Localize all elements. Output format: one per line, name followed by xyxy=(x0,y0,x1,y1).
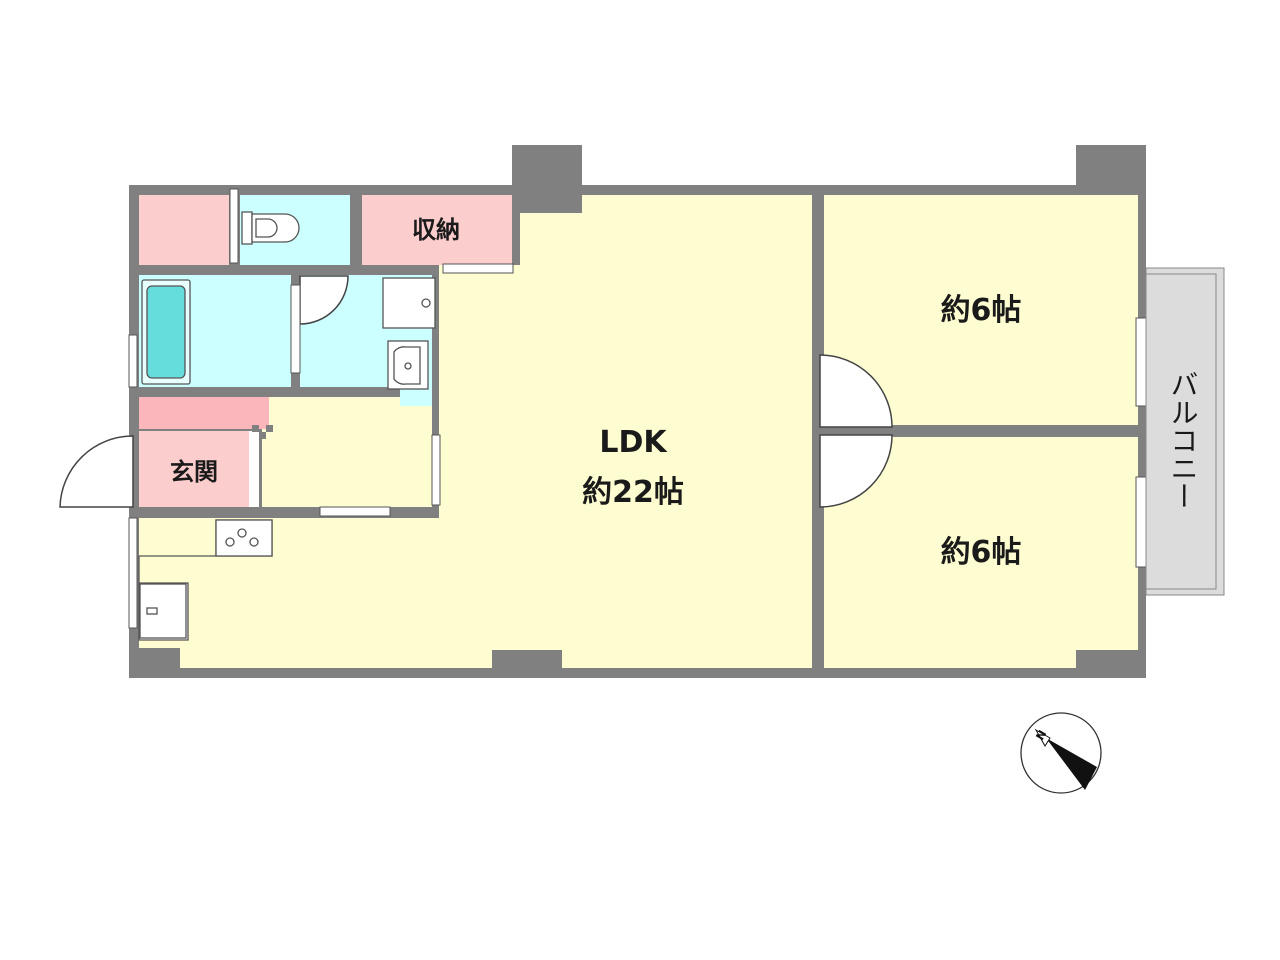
storage-floor xyxy=(362,195,512,265)
stove-burner-2 xyxy=(237,528,247,538)
bedroom-1-window xyxy=(1135,317,1147,407)
entrance-label: 玄関 xyxy=(170,458,218,486)
bathroom-door xyxy=(290,284,301,374)
compass-needle-tip xyxy=(1034,728,1051,747)
entrance-hall-floor xyxy=(139,397,269,429)
bedroom-2-size-label: 約6帖 xyxy=(941,535,1022,570)
compass-needle xyxy=(1046,738,1097,790)
column-top-left xyxy=(512,145,582,213)
front-door-swing xyxy=(59,435,134,508)
bathtub-basin xyxy=(146,285,186,379)
bedroom-2-door-swing xyxy=(819,434,893,508)
wash-basin-drain xyxy=(404,362,412,370)
stove-burner-3 xyxy=(249,537,259,547)
bedroom-2-floor xyxy=(824,437,1138,668)
toilet-tank xyxy=(241,211,253,245)
ldk-floor xyxy=(139,195,812,668)
bedroom-2-window xyxy=(1135,476,1147,568)
washroom-door-swing xyxy=(299,275,349,325)
floors xyxy=(139,195,1138,668)
stove-burner-1 xyxy=(225,537,235,547)
hall-side-door xyxy=(431,434,441,506)
entrance-floor xyxy=(139,431,249,507)
ldk-name-label: LDK xyxy=(599,425,668,460)
bathroom-window xyxy=(128,334,138,388)
balcony-floor xyxy=(1145,273,1217,590)
doors xyxy=(59,275,893,508)
balcony-label: バルコニー xyxy=(1167,370,1200,510)
bedroom-1-door-swing xyxy=(819,354,893,428)
openings xyxy=(128,188,1147,629)
bedroom-1-size-label: 約6帖 xyxy=(941,293,1022,328)
washing-machine-drain xyxy=(421,298,431,308)
hall-sliding-door xyxy=(319,506,391,517)
entrance-corner-dot-3 xyxy=(259,432,266,439)
entrance-step xyxy=(249,431,259,507)
storage-door xyxy=(442,263,514,274)
entrance-corner-dot-2 xyxy=(266,425,273,432)
balcony xyxy=(1145,267,1225,596)
toilet-seat xyxy=(255,218,278,238)
kitchen-faucet xyxy=(146,607,158,615)
toilet-anteroom-floor xyxy=(139,195,229,265)
storage-label: 収納 xyxy=(412,216,460,244)
stove xyxy=(215,519,273,557)
hall-floor xyxy=(262,397,432,507)
ldk-size-label: 約22帖 xyxy=(582,475,684,510)
room-labels: 収納 玄関 LDK 約22帖 約6帖 約6帖 バルコニー xyxy=(170,216,1200,570)
kitchen-window xyxy=(128,517,138,629)
entrance-corner-dot-1 xyxy=(252,425,259,432)
fixtures xyxy=(138,211,436,641)
toilet-window xyxy=(229,188,239,264)
compass: N xyxy=(1020,712,1102,794)
